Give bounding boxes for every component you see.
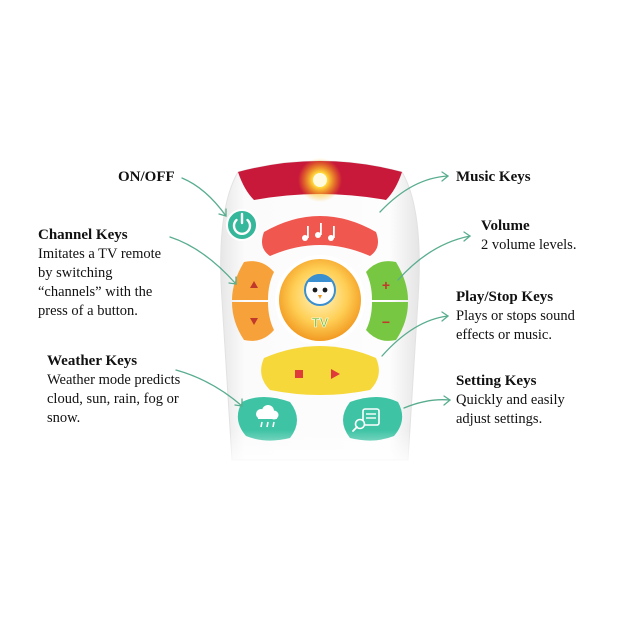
- play-stop-key[interactable]: [261, 346, 379, 395]
- arrow-music: [379, 171, 450, 213]
- channel-keys-desc-line: by switching: [38, 265, 113, 281]
- triangle-down-icon: [250, 318, 258, 325]
- weather-keys-title: Weather Keys: [47, 353, 138, 369]
- arrow-setting: [403, 395, 452, 409]
- music-notes-icon: [302, 223, 335, 241]
- arrow-on-off: [181, 177, 227, 217]
- cloud-rain-icon: [256, 405, 279, 428]
- channel-up-key[interactable]: [232, 261, 274, 300]
- weather-keys-desc-line: Weather mode predicts: [47, 372, 181, 388]
- weather-keys-desc-line: cloud, sun, rain, fog or: [47, 391, 179, 407]
- volume-up-symbol: +: [382, 277, 390, 293]
- volume-up-key[interactable]: +: [366, 261, 408, 300]
- play-stop-desc-line: Plays or stops sound: [456, 308, 575, 324]
- weather-keys-desc-line: snow.: [47, 410, 81, 426]
- setting-keys-desc-line: adjust settings.: [456, 411, 543, 427]
- play-triangle-icon: [331, 369, 340, 379]
- channel-keys-title: Channel Keys: [38, 227, 128, 243]
- volume-annotation: Volume 2 volume levels.: [481, 217, 576, 255]
- play-stop-desc-line: effects or music.: [456, 327, 552, 343]
- setting-key[interactable]: [343, 397, 403, 441]
- bird-mascot-icon: [304, 274, 336, 306]
- music-keys-title: Music Keys: [456, 169, 531, 185]
- music-key[interactable]: [262, 216, 378, 256]
- arrow-channel: [169, 236, 237, 285]
- weather-key[interactable]: [237, 397, 297, 441]
- on-off-title: ON/OFF: [118, 169, 175, 185]
- channel-keys-desc-line: “channels” with the: [38, 284, 153, 300]
- volume-down-symbol: −: [382, 314, 390, 330]
- power-icon: [232, 212, 252, 235]
- play-stop-annotation: Play/Stop Keys Plays or stops sound effe…: [456, 288, 575, 345]
- volume-desc-line: 2 volume levels.: [481, 237, 577, 253]
- on-off-annotation: ON/OFF: [118, 168, 175, 187]
- center-mascot-button[interactable]: TV: [275, 255, 365, 345]
- arrow-play-stop: [381, 311, 450, 357]
- music-keys-annotation: Music Keys: [456, 168, 531, 187]
- channel-down-key[interactable]: [232, 302, 274, 341]
- channel-keys-desc-line: press of a button.: [38, 303, 138, 319]
- stop-square-icon: [295, 370, 303, 378]
- setting-keys-annotation: Setting Keys Quickly and easily adjust s…: [456, 372, 565, 429]
- arrow-volume: [397, 231, 472, 281]
- channel-keys-desc-line: Imitates a TV remote: [38, 246, 162, 262]
- channel-keys-annotation: Channel Keys Imitates a TV remote by swi…: [38, 226, 161, 321]
- volume-title: Volume: [481, 218, 530, 234]
- arrow-weather: [175, 369, 243, 407]
- callout-arrows: [169, 171, 472, 409]
- power-button[interactable]: [226, 209, 258, 241]
- volume-down-key[interactable]: −: [366, 302, 408, 341]
- setting-keys-title: Setting Keys: [456, 373, 537, 389]
- triangle-up-icon: [250, 281, 258, 288]
- weather-keys-annotation: Weather Keys Weather mode predicts cloud…: [47, 352, 180, 428]
- center-badge-text: TV: [312, 315, 329, 330]
- settings-search-icon: [352, 408, 380, 432]
- setting-keys-desc-line: Quickly and easily: [456, 392, 565, 408]
- play-stop-title: Play/Stop Keys: [456, 289, 554, 305]
